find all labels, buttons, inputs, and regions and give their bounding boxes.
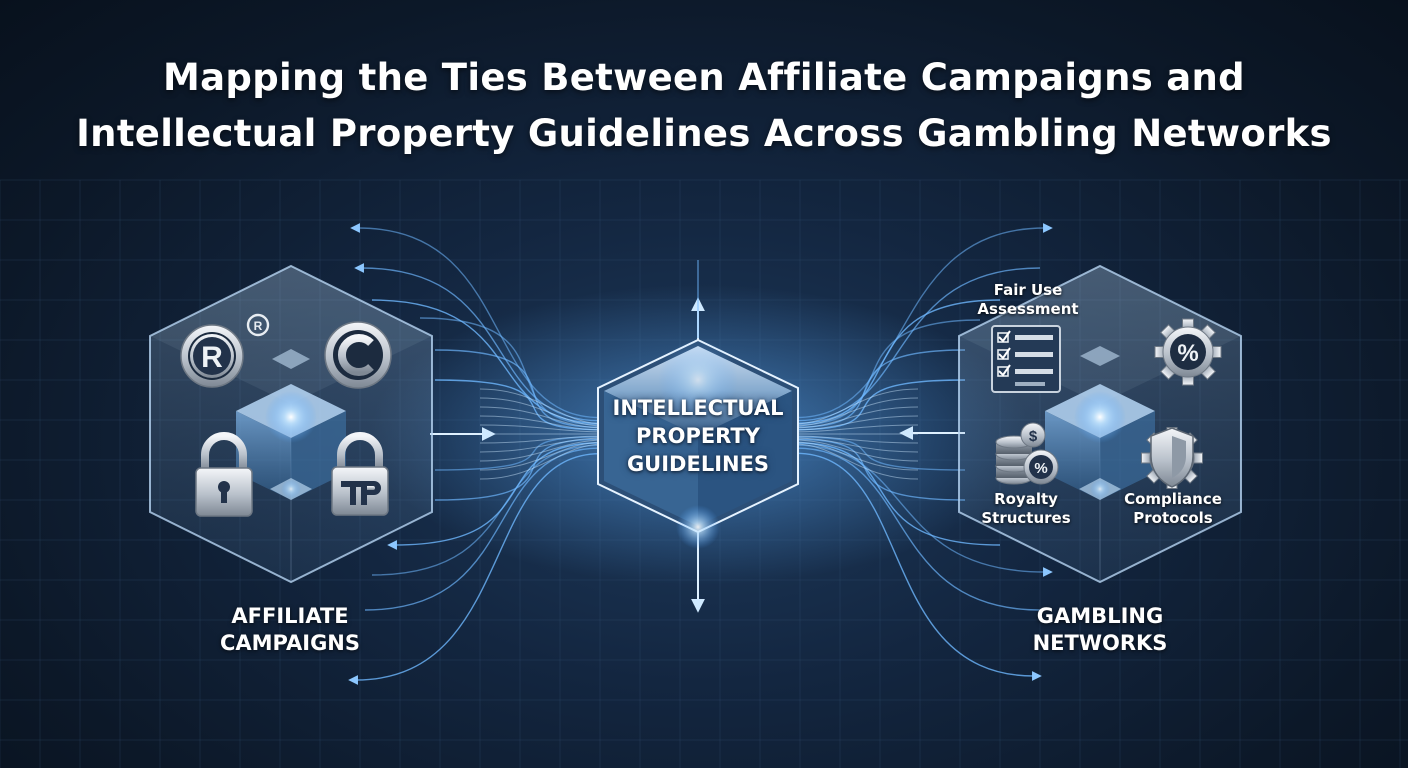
connection-lines <box>348 223 1053 685</box>
svg-text:R: R <box>201 341 223 374</box>
converge-strand <box>479 415 605 431</box>
converge-strand <box>479 424 605 433</box>
converge-strand <box>479 439 605 462</box>
converge-strand <box>793 435 919 444</box>
central-hub <box>597 338 799 549</box>
converge-strand <box>793 406 919 429</box>
flow-line <box>795 223 1053 419</box>
fair-use-label-line-2: Assessment <box>977 300 1079 318</box>
flow-line <box>795 436 966 471</box>
flow-line <box>795 447 1041 611</box>
converge-strand <box>793 397 919 427</box>
converge-strand <box>479 435 605 444</box>
converge-strand <box>793 439 919 462</box>
flow-line <box>371 299 601 424</box>
converge-strand <box>479 388 605 425</box>
flow-line <box>350 223 601 419</box>
svg-text:R: R <box>254 319 263 333</box>
svg-text:%: % <box>1034 460 1047 477</box>
converge-strand <box>793 441 919 471</box>
flow-line <box>795 438 966 501</box>
flow-line <box>348 452 601 685</box>
converge-strand <box>793 437 919 453</box>
copyright-icon <box>324 321 392 389</box>
royalty-label-line-1: Royalty <box>994 490 1058 508</box>
converge-strand <box>479 441 605 471</box>
title-line-1: Mapping the Ties Between Affiliate Campa… <box>163 56 1245 99</box>
flow-line <box>434 436 601 471</box>
converge-strand <box>793 388 919 425</box>
right-group-label-line-1: GAMBLING <box>1036 604 1164 628</box>
flow-line <box>795 442 1001 546</box>
percent-gear-icon: % <box>1154 318 1222 386</box>
royalty-label-line-2: Structures <box>981 509 1071 527</box>
converge-strand <box>479 397 605 427</box>
flow-line <box>795 349 966 428</box>
coin-stack-icon: $ % <box>995 422 1059 485</box>
converge-strand <box>479 443 605 480</box>
right-group-label-line-2: NETWORKS <box>1032 631 1168 655</box>
svg-text:$: $ <box>1029 428 1038 445</box>
flow-line <box>354 263 601 422</box>
left-group-label-line-1: AFFILIATE <box>231 604 349 628</box>
hub-label-line-3: GUIDELINES <box>626 452 770 476</box>
compliance-label-line-2: Protocols <box>1133 509 1213 527</box>
flow-line <box>795 267 1041 422</box>
tp-padlock-icon <box>331 432 389 516</box>
left-group-label-line-2: CAMPAIGNS <box>219 631 361 655</box>
flow-line <box>434 349 601 428</box>
converge-strand <box>793 424 919 433</box>
keyhole-padlock-icon <box>195 432 253 517</box>
flow-line <box>795 444 1053 577</box>
converge-strand <box>479 437 605 453</box>
flow-line <box>795 452 1042 681</box>
flow-line <box>795 379 966 431</box>
flow-line <box>364 447 601 611</box>
left-hexagon <box>149 264 433 584</box>
flow-line <box>371 444 601 576</box>
compliance-label-line-1: Compliance <box>1124 490 1222 508</box>
gear-shield-icon <box>1141 427 1203 489</box>
title-line-2: Intellectual Property Guidelines Across … <box>76 112 1332 155</box>
svg-text:%: % <box>1177 340 1198 367</box>
hub-label-line-1: INTELLECTUAL <box>612 396 784 420</box>
flow-line <box>434 379 601 431</box>
converge-strand <box>793 443 919 480</box>
registered-trademark-icon: R R <box>180 313 270 388</box>
flow-line <box>419 317 601 426</box>
flow-line <box>795 319 981 426</box>
converge-strand <box>793 415 919 431</box>
converge-strand <box>479 406 605 429</box>
fair-use-label-line-1: Fair Use <box>993 281 1063 299</box>
hub-label-line-2: PROPERTY <box>636 424 760 448</box>
flow-line <box>795 299 1001 424</box>
checklist-icon <box>991 325 1061 393</box>
